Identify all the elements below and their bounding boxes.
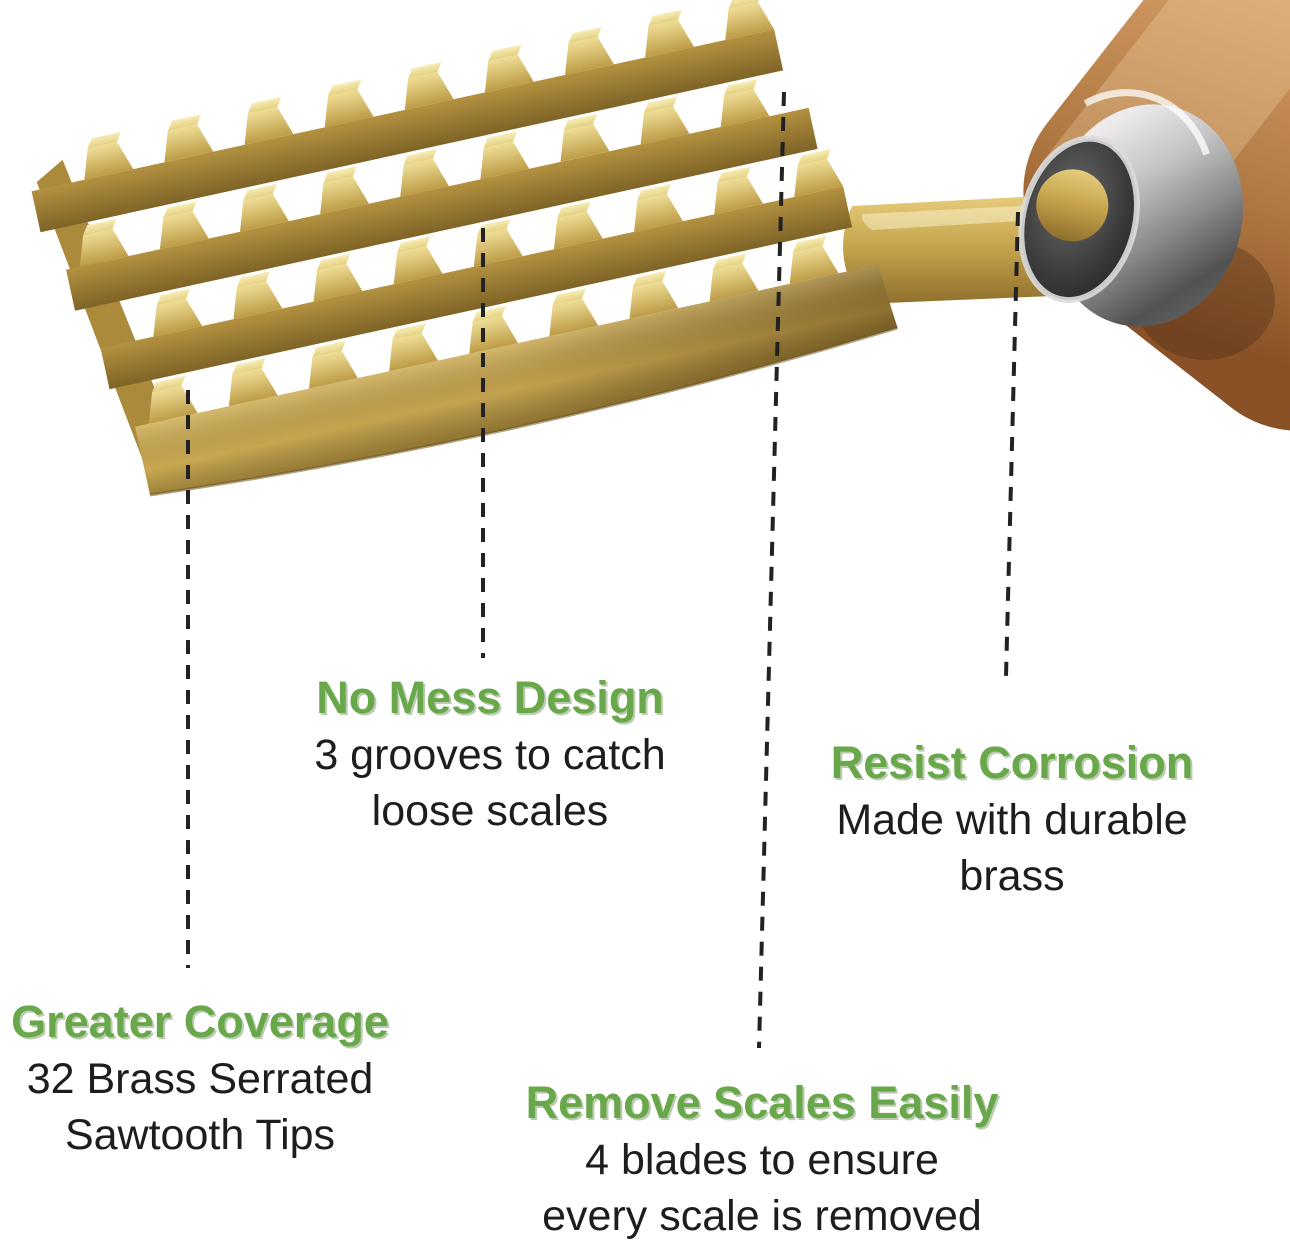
callout-text-line: 3 grooves to catch (314, 731, 666, 779)
chrome-ferrule (1018, 89, 1244, 327)
blade-row-front (135, 225, 898, 497)
callout-text-line: Sawtooth Tips (64, 1111, 336, 1159)
blade-row (66, 70, 818, 311)
head-left-cap (36, 159, 170, 496)
scaler-head (31, 0, 898, 497)
callout-text-line: loose scales (371, 787, 609, 835)
callout-title: Resist Corrosion (830, 737, 1194, 788)
callout-title: Greater Coverage (11, 996, 389, 1047)
callout-resist-corrosion: Resist Corrosion Made with durable brass (762, 740, 1262, 904)
callout-line-resist-corrosion (1004, 211, 1020, 677)
callout-line-remove-scales (757, 91, 786, 1049)
blade-row (100, 148, 853, 390)
shaft-tip (1036, 169, 1109, 242)
callout-remove-scales-easily: Remove Scales Easily 4 blades to ensure … (487, 1080, 1037, 1244)
callout-no-mess-design: No Mess Design 3 grooves to catch loose … (290, 675, 690, 839)
callout-text-line: brass (959, 852, 1065, 900)
callout-title: Remove Scales Easily (525, 1077, 999, 1128)
callout-greater-coverage: Greater Coverage 32 Brass Serrated Sawto… (0, 999, 400, 1163)
callout-text-line: Made with durable (836, 796, 1188, 844)
callout-text-line: 4 blades to ensure (585, 1136, 939, 1184)
blade-row (31, 0, 784, 233)
callout-title: No Mess Design (316, 672, 664, 723)
callout-text-line: every scale is removed (542, 1192, 982, 1240)
callout-text-line: 32 Brass Serrated (26, 1055, 374, 1103)
